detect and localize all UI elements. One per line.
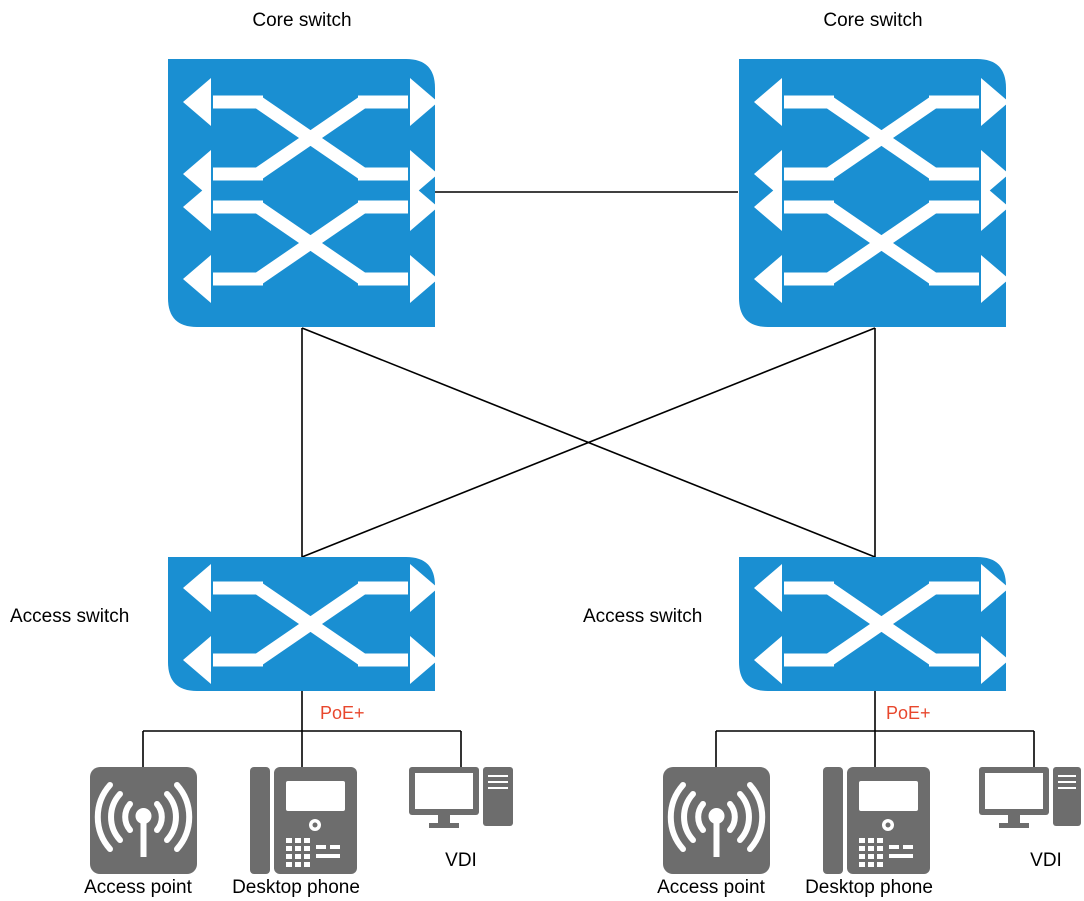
desktop-phone[interactable] bbox=[250, 767, 357, 874]
core-switch-label: Core switch bbox=[823, 10, 922, 31]
uplink-core2-access1 bbox=[301, 327, 876, 558]
access-switch-left[interactable] bbox=[168, 557, 438, 691]
links bbox=[142, 191, 1035, 767]
desktop-phone-icon bbox=[823, 767, 930, 874]
endpoint-group-left: Access point Desktop phone bbox=[84, 767, 513, 898]
desktop-computer-icon bbox=[409, 767, 513, 828]
vdi-label: VDI bbox=[1030, 850, 1062, 871]
core-switch-icon bbox=[168, 59, 435, 327]
desktop-phone-label: Desktop phone bbox=[232, 877, 360, 898]
access-point[interactable] bbox=[663, 767, 770, 874]
desktop-phone-icon bbox=[250, 767, 357, 874]
access-point-label: Access point bbox=[657, 877, 765, 898]
core-switch-left[interactable] bbox=[168, 59, 438, 327]
core-switch-icon bbox=[739, 59, 1006, 327]
desktop-computer-icon bbox=[979, 767, 1081, 828]
vdi-terminal[interactable] bbox=[409, 767, 513, 828]
vdi-label: VDI bbox=[445, 850, 477, 871]
desktop-phone-label: Desktop phone bbox=[805, 877, 933, 898]
access-point-label: Access point bbox=[84, 877, 192, 898]
wireless-access-point-icon bbox=[90, 767, 197, 874]
access-switch-label: Access switch bbox=[10, 606, 129, 627]
endpoint-group-right: Access point Desktop phone bbox=[657, 767, 1081, 898]
vdi-terminal[interactable] bbox=[979, 767, 1081, 828]
core-switch-label: Core switch bbox=[252, 10, 351, 31]
poe-label: PoE+ bbox=[320, 703, 365, 723]
poe-label: PoE+ bbox=[886, 703, 931, 723]
access-switch-right[interactable] bbox=[739, 557, 1009, 691]
core-switch-right[interactable] bbox=[739, 59, 1009, 327]
access-switch-label: Access switch bbox=[583, 606, 702, 627]
desktop-phone[interactable] bbox=[823, 767, 930, 874]
access-point[interactable] bbox=[90, 767, 197, 874]
wireless-access-point-icon bbox=[663, 767, 770, 874]
